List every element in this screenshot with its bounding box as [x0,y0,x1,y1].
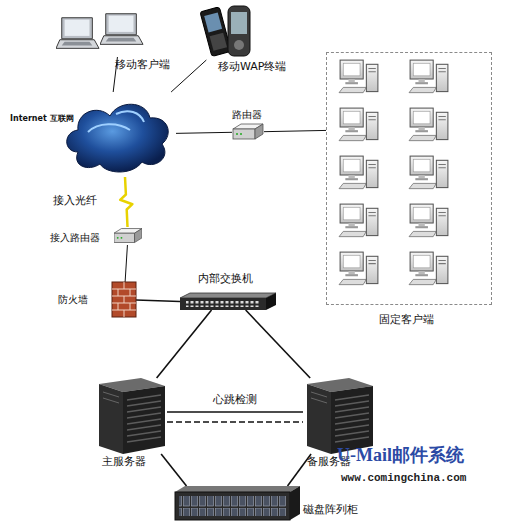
internal-switch: 内部交换机 [180,293,276,310]
watermark-title: U-Mail邮件系统 [337,443,464,467]
network-link [125,245,127,282]
node-label: 接入路由器 [50,231,100,244]
switch-ports [186,301,260,307]
pc-icon [409,108,448,141]
server-icon [99,378,165,454]
cloud-highlight [88,111,144,132]
node-label: 移动WAP终端 [218,60,286,73]
node-label: 内部交换机 [198,272,253,285]
mobile-client-group: 移动客户端 [55,12,145,57]
router: 路由器 [232,123,264,141]
brick-mortar [112,282,136,317]
node-label: 移动客户端 [115,58,170,71]
link-label: 心跳检测 [213,393,257,406]
heartbeat-link [167,412,303,422]
node-label: 防火墙 [58,293,88,306]
network-link [264,130,326,131]
array-front [175,492,290,520]
phone-body [228,6,250,56]
access-router: 接入路由器 [114,227,142,245]
link-label: 接入光纤 [53,194,97,207]
router-icon [233,124,263,139]
laptop-icon [100,14,143,45]
laptop-icon [56,18,99,49]
pc-icon [409,252,448,285]
network-link [171,60,206,92]
fiber-link [120,177,132,227]
disk-array: 磁盘阵列柜 [175,486,300,520]
switch-side [266,293,276,310]
node-label: 路由器 [232,108,262,121]
phone-trackball [234,40,244,50]
pc-icon [409,60,448,93]
node-label: 磁盘阵列柜 [303,503,358,516]
network-link [176,132,232,133]
heartbeat-dashed-line [167,421,303,423]
router-icon [114,229,142,243]
node-label: 主服务器 [102,455,146,468]
server-icon [307,378,373,454]
cloud-shape [58,92,176,177]
firewall: 防火墙 [112,282,136,317]
switch-top [180,293,276,298]
phone-body [200,7,231,57]
pc-icon [339,156,378,189]
fixed-client-group: 固定客户端 [326,52,492,305]
cloud-outline [67,104,168,172]
pc-icon [339,252,378,285]
network-link [136,300,180,302]
phone-screen [204,12,222,32]
switch-icon [180,293,276,310]
network-link [246,310,311,378]
brick-wall [112,282,136,317]
array-top [175,486,300,492]
pc-icon [339,204,378,237]
pc-icon [409,156,448,189]
phone-keypad [210,33,227,51]
internet-cloud: Internet 互联网 [58,92,176,177]
heartbeat-line [167,411,303,413]
pc-icon [339,60,378,93]
switch-front [180,298,266,310]
disk-array-icon [175,486,300,520]
pc-icon [339,108,378,141]
backup-server: 备服务器 [303,378,375,454]
smart-phone [228,6,250,56]
pda-phone [200,7,231,57]
node-label: Internet 互联网 [10,112,74,125]
wap-terminal-group: 移动WAP终端 [195,5,253,60]
node-label: 固定客户端 [379,313,434,326]
network-link [157,310,212,378]
watermark-url: www.comingchina.com [341,472,466,484]
phone-screen [231,12,247,34]
pc-icon [409,204,448,237]
network-link [161,454,186,486]
main-server: 主服务器 [95,378,167,454]
array-side [290,486,300,520]
firewall-icon [112,282,136,317]
array-drives [179,496,287,516]
